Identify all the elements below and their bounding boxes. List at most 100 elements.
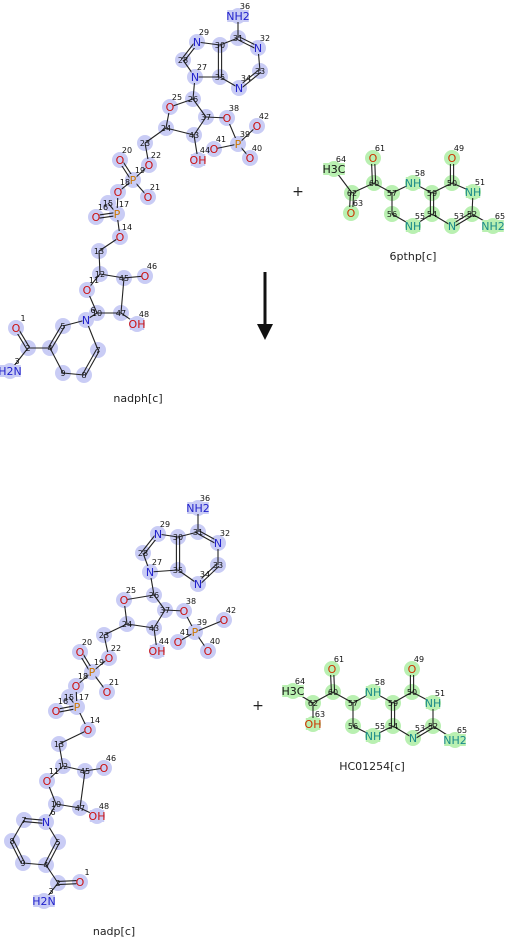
pthp-atom-number-52: 52 [467, 210, 477, 219]
nadph-atom-number-1: 1 [20, 314, 25, 323]
nadph-bond-8-7-a [84, 350, 100, 377]
nadph-atom-symbol-11: O [83, 284, 92, 297]
nadph-bond-39-41 [213, 143, 239, 150]
nadp-atom-bg-22 [105, 652, 113, 664]
nadph-bond-45-47 [120, 277, 125, 314]
nadp-atom-number-38: 38 [186, 597, 196, 606]
nadph-atom-number-41: 41 [216, 135, 226, 144]
nadp-atom-number-8: 8 [9, 837, 14, 846]
nadp-atom-number-9: 9 [20, 859, 25, 868]
nadph-atom-bg-14 [116, 231, 124, 243]
plus-sign-reactants: + [292, 184, 304, 200]
nadph-atom-number-8: 8 [81, 371, 86, 380]
nadp-atom-symbol-19: P [89, 666, 96, 679]
hc-atom-bg-64 [282, 685, 304, 697]
nadp-atom-number-18: 18 [78, 672, 88, 681]
nadph-atom-symbol-27: N [191, 71, 199, 84]
nadp-bond-6-7-b [23, 821, 46, 825]
pthp-atom-symbol-55: NH [405, 220, 422, 233]
nadp-atom-number-44: 44 [159, 637, 169, 646]
nadph-atom-bg-39 [234, 138, 242, 150]
nadph-atom-number-27: 27 [197, 63, 207, 72]
reaction-arrow [257, 272, 273, 340]
pthp-atom-bg-65 [482, 220, 504, 232]
hc-atom-bg-51 [425, 697, 441, 709]
nadp-atom-symbol-38: O [180, 605, 189, 618]
hc-atom-bg-53 [409, 732, 417, 744]
pthp-atom-number-62: 62 [347, 189, 357, 198]
nadph-atom-bg-44 [190, 154, 206, 166]
pthp-atom-bg-61 [369, 152, 377, 164]
nadph-atom-number-40: 40 [252, 144, 262, 153]
nadph-atom-number-45: 45 [119, 274, 129, 283]
nadph-atom-bg-32 [254, 42, 262, 54]
nadph-bond-31-30 [219, 37, 239, 46]
nadph-atom-number-2: 2 [25, 344, 30, 353]
nadph-atom-number-5: 5 [60, 322, 65, 331]
nadp-atom-number-3: 3 [48, 887, 53, 896]
nadph-atom-symbol-21: O [144, 191, 153, 204]
nadph-atom-number-16: 16 [98, 203, 108, 212]
nadph-atom-number-26: 26 [188, 95, 198, 104]
nadp-atom-bg-18 [72, 680, 80, 692]
nadp-atom-bg-14 [84, 724, 92, 736]
nadph-atom-symbol-34: N [235, 82, 243, 95]
pthp-atom-bg-64 [323, 163, 345, 175]
nadp-atom-number-41: 41 [180, 628, 190, 637]
nadp-atom-bg-34 [194, 578, 202, 590]
nadph-bond-31-32-a [237, 38, 258, 50]
nadph-atom-number-31: 31 [233, 34, 243, 43]
nadp-atom-bg-36 [187, 502, 209, 514]
compound-label-hc01254: HC01254[c] [339, 760, 405, 773]
nadp-bond-24-43 [126, 623, 155, 629]
pthp-atom-symbol-51: NH [465, 186, 482, 199]
nadph-atom-symbol-39: P [235, 138, 242, 151]
pthp-bond-52-53-b [452, 214, 474, 228]
nadp-atom-number-20: 20 [82, 638, 92, 647]
pthp-atom-number-50: 50 [447, 179, 457, 188]
nadph-atom-number-7: 7 [95, 346, 100, 355]
nadp-atom-number-12: 12 [58, 762, 68, 771]
nadph-atom-number-23: 23 [140, 139, 150, 148]
nadp-atom-symbol-29: N [154, 528, 162, 541]
nadph-atom-symbol-41: O [210, 143, 219, 156]
nadph-atom-symbol-19: P [130, 174, 137, 187]
nadph-bond-26-37 [192, 98, 207, 118]
hc-atom-number-61: 61 [334, 655, 344, 664]
hc-atom-number-58: 58 [375, 678, 385, 687]
nadph-atom-number-28: 28 [178, 56, 188, 65]
nadp-atom-bg-38 [180, 605, 188, 617]
nadp-atom-number-48: 48 [99, 802, 109, 811]
nadph-atom-bg-25 [166, 101, 174, 113]
nadp-atom-number-19: 19 [94, 658, 104, 667]
nadph-atom-bg-16 [92, 211, 100, 223]
pthp-atom-symbol-53: N [448, 220, 456, 233]
nadph-atom-number-39: 39 [240, 130, 250, 139]
nadph-atom-number-12: 12 [95, 270, 105, 279]
nadp-bond-4-5-b [44, 841, 58, 865]
nadph-atom-symbol-1: O [12, 322, 21, 335]
pthp-atom-number-57: 57 [387, 189, 397, 198]
nadph-atom-symbol-42: O [253, 120, 262, 133]
nadph-atom-symbol-6: N [82, 314, 90, 327]
nadp-atom-number-37: 37 [160, 606, 170, 615]
nadp-atom-bg-1 [76, 876, 84, 888]
nadp-atom-symbol-46: O [100, 762, 109, 775]
nadph-atom-number-29: 29 [199, 28, 209, 37]
nadph-atom-symbol-48: OH [129, 318, 146, 331]
nadp-bond-4-2 [45, 864, 59, 884]
nadph-atom-symbol-3: H2N [0, 365, 22, 378]
nadph-atom-bg-34 [235, 82, 243, 94]
nadph-atom-bg-18 [114, 186, 122, 198]
nadph-atom-number-21: 21 [150, 183, 160, 192]
nadph-atom-symbol-25: O [166, 101, 175, 114]
pthp-bond-60-57 [373, 182, 393, 194]
nadp-atom-bg-27 [146, 566, 154, 578]
pthp-bond-62-60 [351, 182, 375, 194]
nadp-atom-number-13: 13 [54, 740, 64, 749]
nadp-atom-symbol-17: P [74, 701, 81, 714]
nadp-atom-bg-41 [174, 636, 182, 648]
nadph-atom-bg-20 [116, 154, 124, 166]
nadph-atom-bg-1 [12, 322, 20, 334]
pthp-atom-number-54: 54 [427, 210, 437, 219]
